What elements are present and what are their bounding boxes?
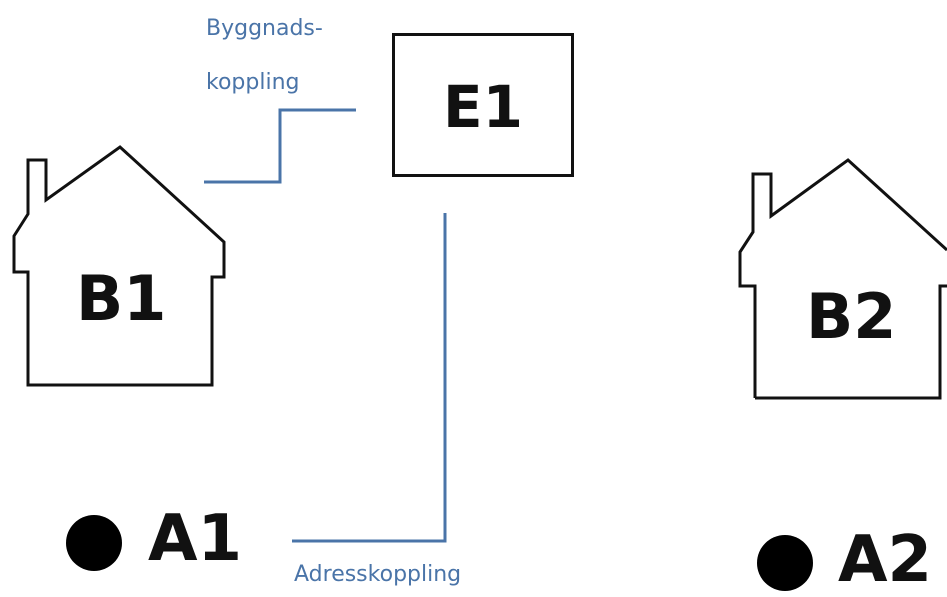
entrance-label-e1: E1 xyxy=(443,73,523,141)
building-link-label-line1: Byggnads- xyxy=(206,16,323,41)
entrance-box-e1: E1 xyxy=(392,33,574,177)
address-link-label: Adresskoppling xyxy=(294,562,462,587)
building-link-label: Byggnads- koppling xyxy=(206,14,323,98)
address-point-a2 xyxy=(757,535,813,591)
building-label-b2: B2 xyxy=(806,280,897,353)
house-b2-outline xyxy=(738,158,947,400)
address-label-a2: A2 xyxy=(838,523,933,597)
building-link-line xyxy=(204,108,356,184)
building-link-label-line2: koppling xyxy=(206,70,300,95)
address-link-line xyxy=(292,213,447,543)
house-b1-outline xyxy=(12,145,226,387)
address-label-a1: A1 xyxy=(148,502,243,576)
address-point-a1 xyxy=(66,515,122,571)
building-label-b1: B1 xyxy=(76,262,167,335)
